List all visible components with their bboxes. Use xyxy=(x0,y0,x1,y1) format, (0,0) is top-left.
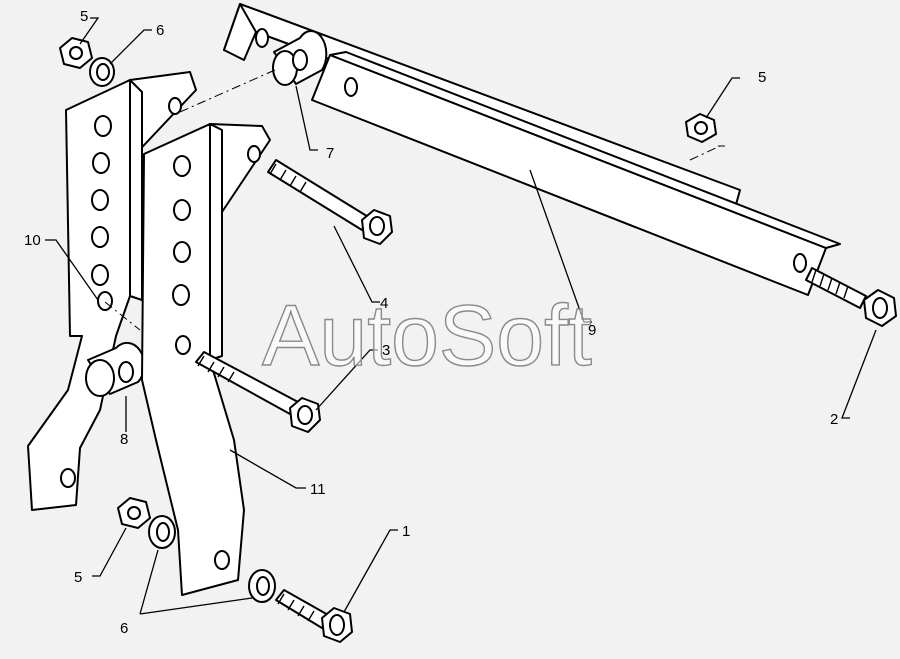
spacer-bushing-7 xyxy=(272,30,328,86)
callout-2: 2 xyxy=(830,411,838,428)
callout-7: 7 xyxy=(326,145,334,162)
long-bar-front xyxy=(311,51,841,296)
spacer-bushing-8 xyxy=(85,341,146,397)
plate-11 xyxy=(141,123,271,596)
callout-4: 4 xyxy=(380,295,388,312)
nut-5-top xyxy=(59,37,93,69)
callout-8: 8 xyxy=(120,431,128,448)
callout-1: 1 xyxy=(402,523,410,540)
bolt-2 xyxy=(805,267,897,327)
callout-10: 10 xyxy=(24,232,41,249)
callout-3: 3 xyxy=(382,342,390,359)
callout-6-bottom: 6 xyxy=(120,620,128,637)
washer-6-bottom-left xyxy=(148,515,176,549)
callout-11: 11 xyxy=(310,481,326,498)
callout-5-top: 5 xyxy=(80,8,88,25)
nut-5-right xyxy=(685,113,717,143)
watermark-text: AutoSoft xyxy=(262,288,592,384)
assembly-center-lines xyxy=(104,69,725,331)
callout-5-bottom: 5 xyxy=(74,569,82,586)
bolt-4 xyxy=(267,159,393,245)
plate-10 xyxy=(27,71,197,511)
callout-9: 9 xyxy=(588,322,596,339)
washer-6-top xyxy=(89,57,115,87)
callout-5-right: 5 xyxy=(758,69,766,86)
bolt-3 xyxy=(195,351,321,433)
callout-6-top: 6 xyxy=(156,22,164,39)
nut-5-bottom xyxy=(117,497,151,529)
bolt-1 xyxy=(275,589,353,643)
leader-lines xyxy=(45,17,877,615)
washer-6-bottom-right xyxy=(248,569,276,603)
